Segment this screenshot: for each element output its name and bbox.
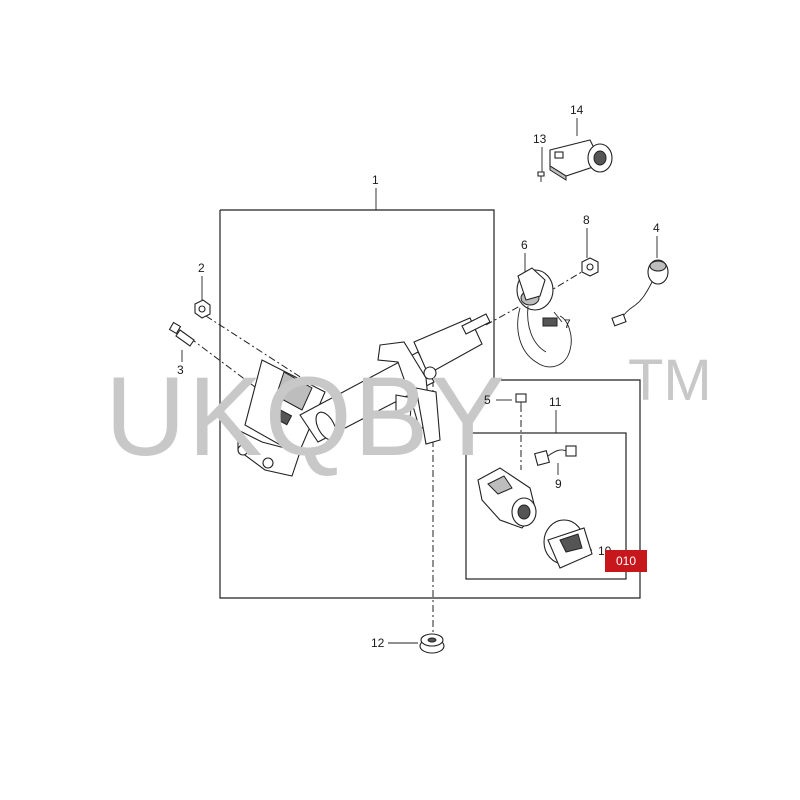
callout-2: 2 bbox=[198, 261, 205, 275]
connector-part-9 bbox=[533, 445, 577, 467]
callout-1: 1 bbox=[372, 173, 379, 187]
screw-part-5 bbox=[515, 393, 527, 412]
nut-part-12 bbox=[419, 633, 445, 654]
ignition-lock-part-11 bbox=[477, 467, 537, 529]
callout-7: 7 bbox=[564, 317, 571, 331]
part-code-badge: 010 bbox=[605, 550, 647, 572]
sensor-part-4 bbox=[611, 259, 669, 327]
ignition-switch-part-10 bbox=[543, 519, 593, 569]
assembly-frame bbox=[219, 209, 641, 599]
callout-14: 14 bbox=[570, 103, 584, 117]
callout-4: 4 bbox=[653, 221, 660, 235]
callout-5: 5 bbox=[484, 393, 491, 407]
callout-3: 3 bbox=[177, 363, 184, 377]
steering-column bbox=[237, 313, 491, 477]
callout-13: 13 bbox=[533, 132, 547, 146]
module-part-14 bbox=[537, 139, 613, 182]
bolt-part-3 bbox=[168, 321, 195, 347]
assembly-lines bbox=[189, 269, 586, 635]
callout-11: 11 bbox=[549, 395, 562, 409]
leader-lines bbox=[181, 118, 658, 644]
nut-part-8 bbox=[581, 257, 599, 277]
nut-part-2 bbox=[194, 299, 211, 319]
watermark-text: UKQBY bbox=[105, 354, 507, 479]
callout-6: 6 bbox=[521, 238, 528, 252]
watermark-trademark: TM bbox=[628, 348, 712, 413]
clockspring-part-6 bbox=[516, 267, 572, 368]
ignition-subassembly-frame bbox=[465, 432, 627, 580]
callout-12: 12 bbox=[371, 636, 385, 650]
callout-8: 8 bbox=[583, 213, 590, 227]
callout-9: 9 bbox=[555, 477, 562, 491]
